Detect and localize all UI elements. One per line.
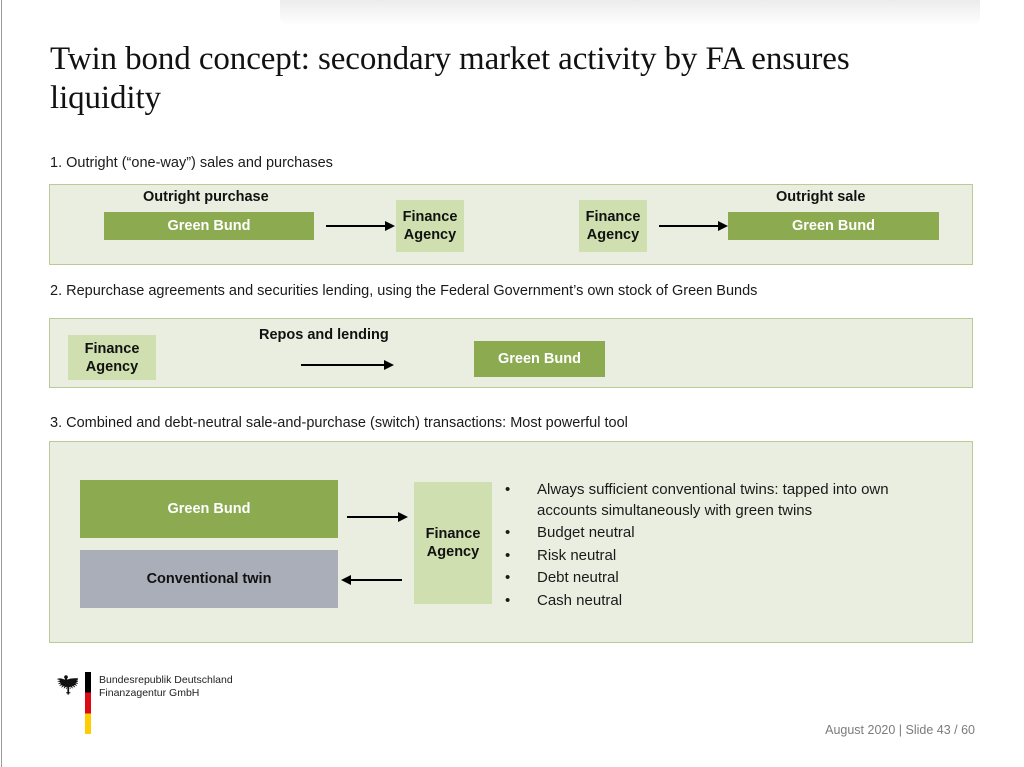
section-1-panel: Outright purchase Outright sale Green Bu…: [49, 184, 973, 265]
organization-logo: Bundesrepublik Deutschland Finanzagentur…: [54, 672, 233, 734]
box-finance-agency-purchase[interactable]: Finance Agency: [396, 200, 464, 252]
list-item: • Cash neutral: [505, 591, 905, 612]
list-item: • Always sufficient conventional twins: …: [505, 480, 905, 521]
viewer-top-shading: [280, 0, 980, 26]
box-green-bund-sale[interactable]: Green Bund: [728, 212, 939, 240]
bullet-text: Risk neutral: [537, 546, 617, 564]
section-2-panel: Finance Agency Repos and lending Green B…: [49, 318, 973, 388]
bullet-glyph: •: [505, 524, 511, 541]
logo-line-2: Finanzagentur GmbH: [99, 687, 200, 699]
german-flag-bar-icon: [85, 672, 91, 734]
section-1-heading: 1. Outright (“one-way”) sales and purcha…: [50, 155, 333, 171]
list-item: • Budget neutral: [505, 523, 905, 544]
caption-outright-sale: Outright sale: [776, 189, 866, 205]
section-3-heading: 3. Combined and debt-neutral sale-and-pu…: [50, 415, 628, 431]
box-green-bund-switch[interactable]: Green Bund: [80, 480, 338, 538]
arrow-right-repo: [301, 360, 394, 370]
box-finance-agency-sale[interactable]: Finance Agency: [579, 200, 647, 252]
bundesadler-eagle-icon: [56, 675, 78, 695]
logo-line-1: Bundesrepublik Deutschland: [99, 674, 233, 686]
box-green-bund-purchase[interactable]: Green Bund: [104, 212, 314, 240]
caption-repos-and-lending: Repos and lending: [259, 327, 389, 343]
slide-title: Twin bond concept: secondary market acti…: [50, 41, 850, 116]
section-2-heading: 2. Repurchase agreements and securities …: [50, 283, 758, 299]
bullet-text: Cash neutral: [537, 591, 623, 609]
box-finance-agency-switch[interactable]: Finance Agency: [414, 482, 492, 604]
bullet-text: Always sufficient conventional twins: ta…: [537, 481, 889, 519]
box-finance-agency-repo[interactable]: Finance Agency: [68, 335, 156, 380]
bullet-glyph: •: [505, 481, 511, 498]
benefits-bullet-list: • Always sufficient conventional twins: …: [505, 480, 905, 613]
viewer-left-rule: [1, 0, 2, 767]
arrow-right-switch: [347, 512, 408, 522]
bullet-text: Budget neutral: [537, 524, 635, 541]
bullet-glyph: •: [505, 569, 511, 586]
arrow-left-switch: [341, 575, 402, 585]
arrow-right-purchase: [326, 221, 395, 231]
arrow-right-sale: [659, 221, 728, 231]
section-3-panel: Green Bund Conventional twin Finance Age…: [49, 441, 973, 643]
slide-meta: August 2020 | Slide 43 / 60: [825, 723, 975, 737]
logo-wordmark: Bundesrepublik Deutschland Finanzagentur…: [99, 672, 233, 700]
caption-outright-purchase: Outright purchase: [143, 189, 269, 205]
list-item: • Risk neutral: [505, 546, 905, 567]
list-item: • Debt neutral: [505, 568, 905, 589]
box-conventional-twin[interactable]: Conventional twin: [80, 550, 338, 608]
bullet-glyph: •: [505, 546, 511, 564]
bullet-glyph: •: [505, 591, 511, 609]
bullet-text: Debt neutral: [537, 569, 619, 586]
box-green-bund-repo[interactable]: Green Bund: [474, 341, 605, 377]
